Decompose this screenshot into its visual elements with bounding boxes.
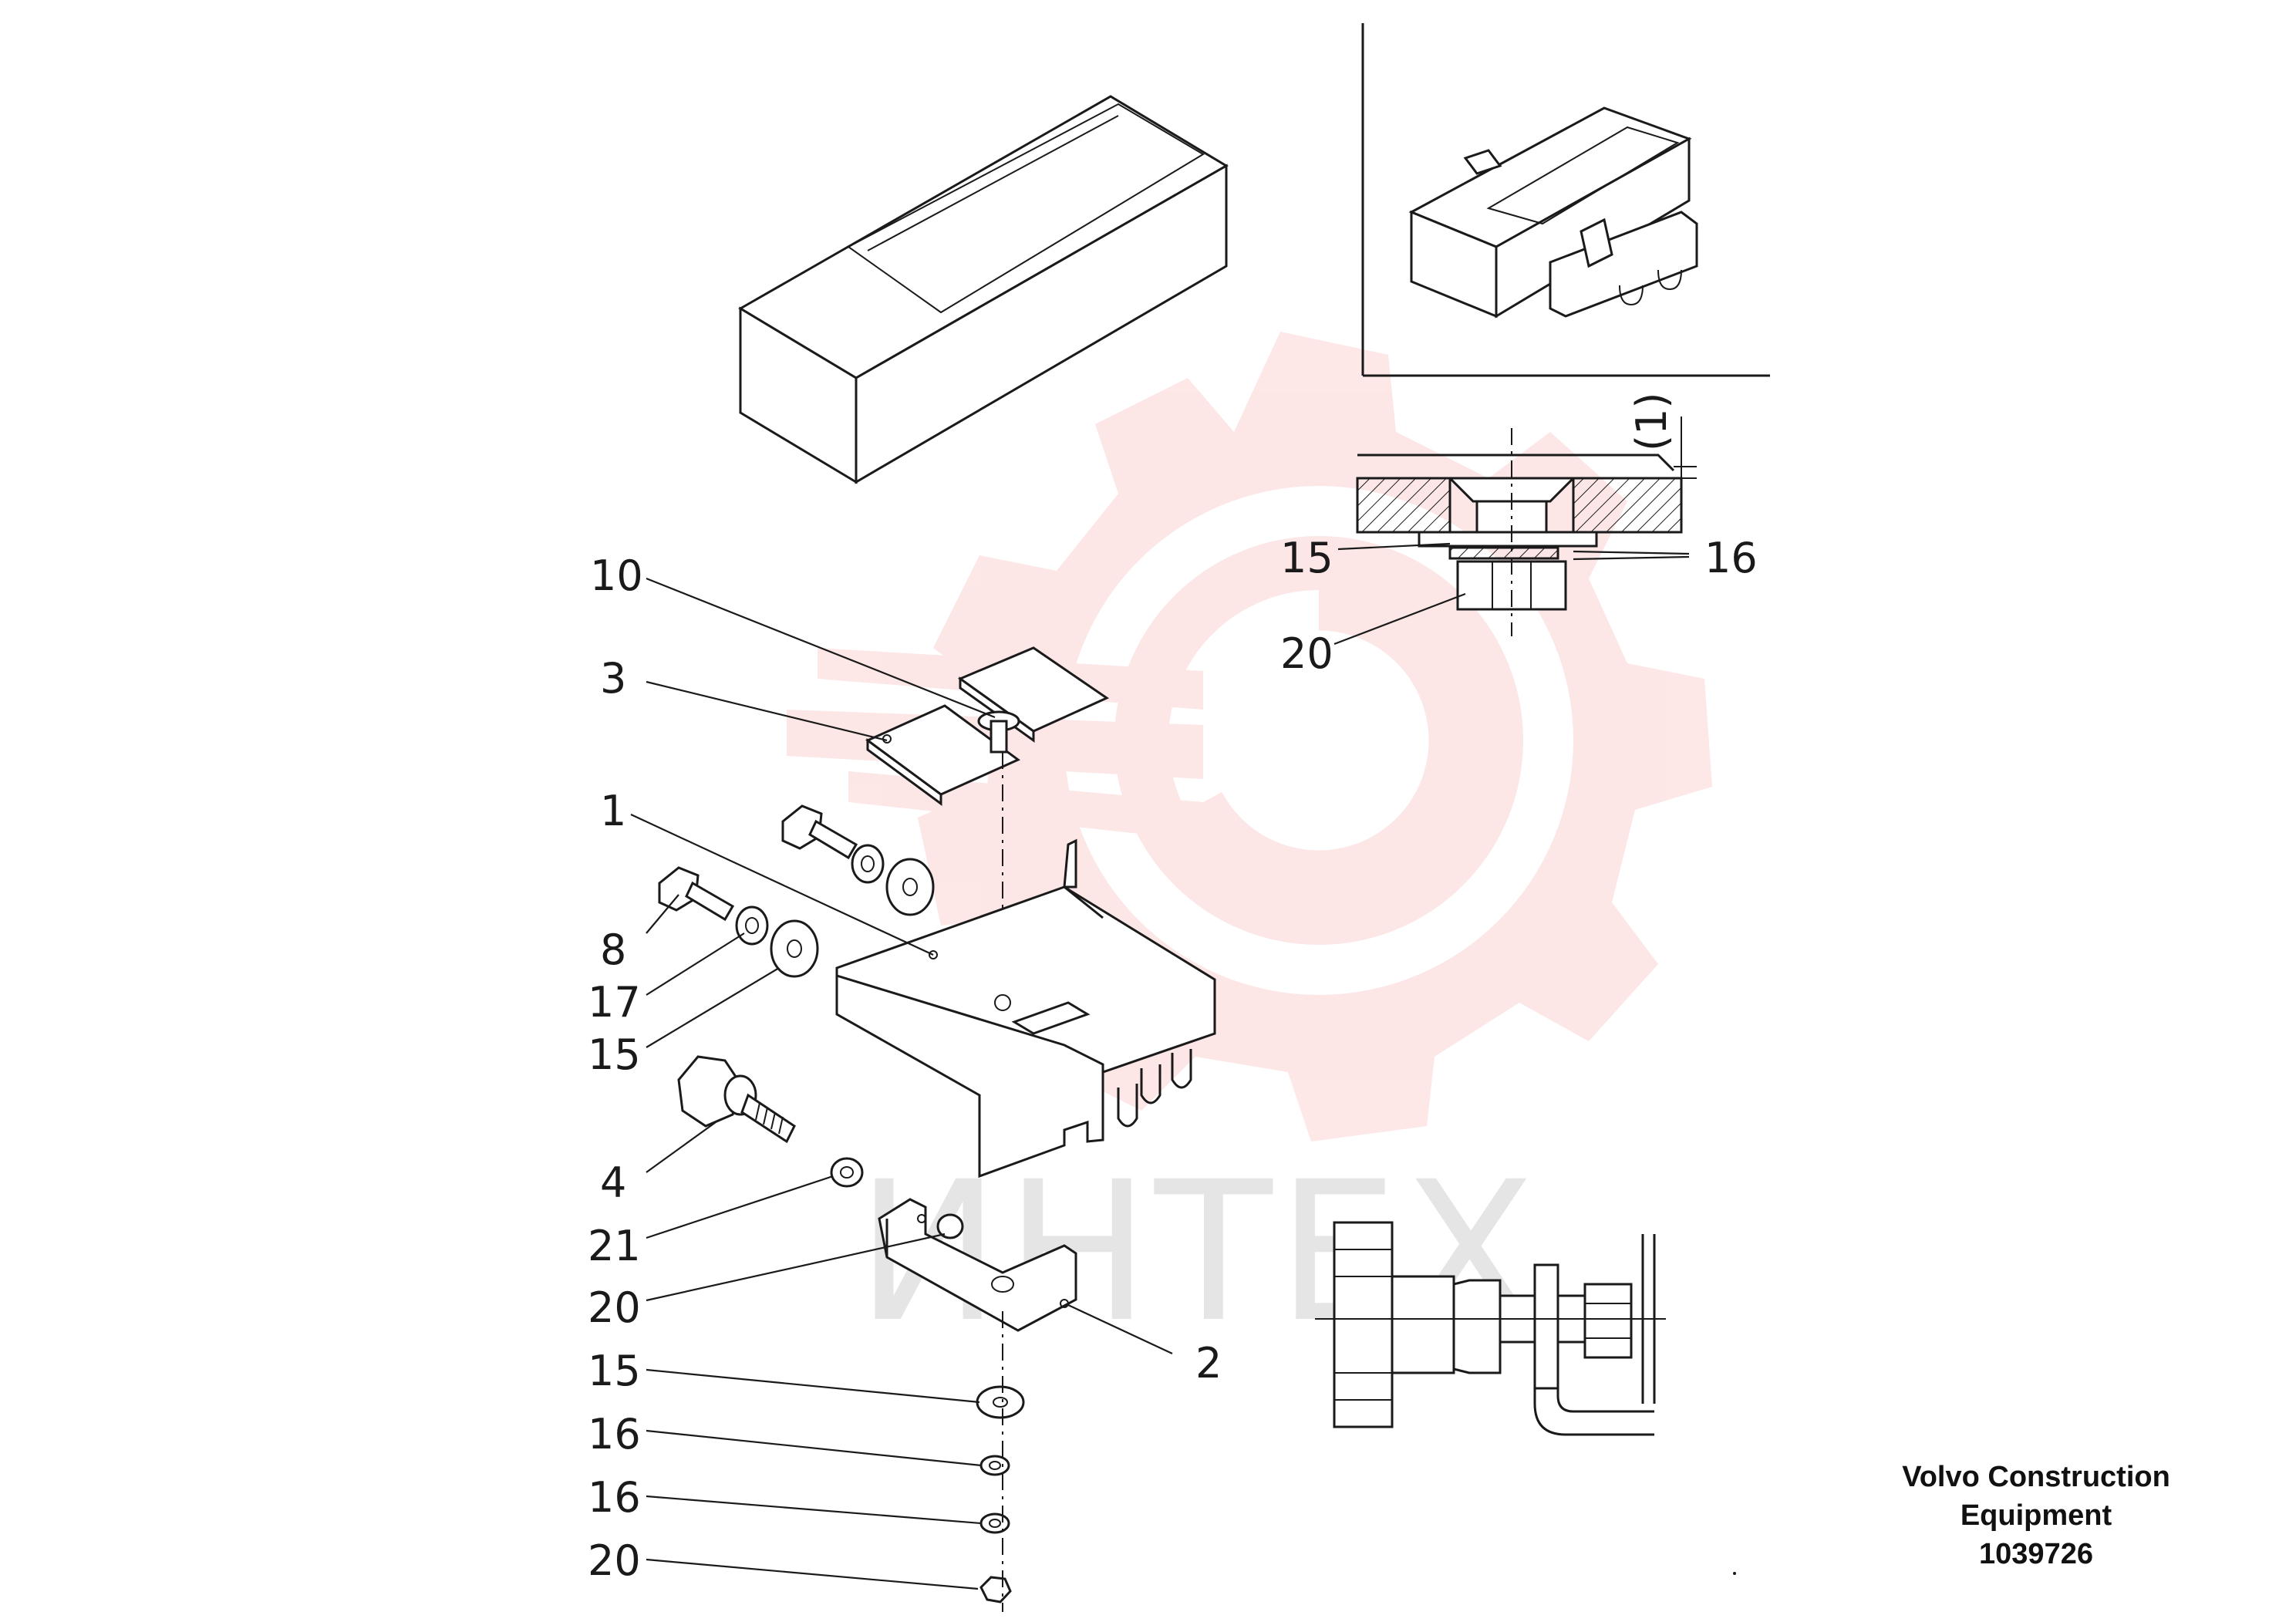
publisher-caption: Volvo Construction Equipment 1039726 (1843, 1458, 2229, 1573)
callout-1: 1 (600, 787, 626, 835)
washer-15-lower (976, 1385, 1025, 1419)
watermark-gear-hole (1064, 486, 1573, 995)
callout-4: 4 (600, 1158, 626, 1207)
callout-16-lower-b: 16 (588, 1473, 641, 1522)
callout-15-lower: 15 (588, 1347, 641, 1395)
caption-line-1: Volvo Construction (1902, 1461, 2170, 1493)
screw-10 (977, 710, 1020, 754)
callout-20-upper: 20 (588, 1283, 641, 1332)
callout-21: 21 (588, 1222, 641, 1270)
plate-3 (865, 704, 1020, 806)
bolt-8 (658, 866, 819, 978)
bolt-upper (781, 804, 935, 916)
callout-20-lower: 20 (588, 1536, 641, 1585)
side-detail-knob-view (1315, 1221, 1666, 1436)
knob-4 (677, 1055, 796, 1144)
leader-lines (630, 577, 1173, 1590)
callout-16-lower-a: 16 (588, 1410, 641, 1458)
callout-20-detail: 20 (1280, 629, 1333, 678)
callout-15-upper: 15 (588, 1030, 641, 1079)
inset-assembly-view (1361, 23, 1770, 377)
bracket-1 (835, 838, 1216, 1179)
caption-line-3: 1039726 (1979, 1538, 2093, 1570)
callout-15-detail: 15 (1280, 534, 1333, 582)
callout-17: 17 (588, 978, 641, 1027)
stray-dot (1733, 1572, 1736, 1575)
nut-20-upper (936, 1213, 964, 1239)
callout-3: 3 (600, 654, 626, 703)
display-box (738, 95, 1229, 484)
section-detail-view: (1) (1356, 393, 1697, 636)
callout-2: 2 (1195, 1339, 1222, 1388)
nut-21 (830, 1157, 864, 1188)
callout-16-detail: 16 (1704, 534, 1758, 582)
washer-16-lower-a (979, 1455, 1010, 1476)
bracket-2 (878, 1198, 1077, 1332)
callout-10: 10 (590, 551, 643, 600)
dimension-label: (1) (1627, 393, 1676, 452)
caption-line-2: Equipment (1960, 1499, 2112, 1532)
washer-16-lower-b (979, 1512, 1010, 1534)
nut-20-lower (979, 1576, 1012, 1603)
callout-8: 8 (600, 926, 626, 974)
